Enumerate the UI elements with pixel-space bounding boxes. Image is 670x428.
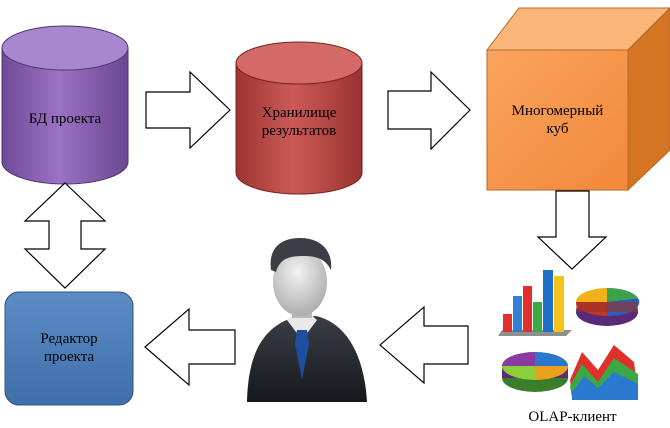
cube-text-line1: Многомерный (511, 103, 604, 119)
arrow-user-to-editor (144, 307, 236, 387)
results-store-label: Хранилище результатов (236, 104, 362, 140)
arrow-olap-to-user (379, 305, 469, 385)
olap-client-text: OLAP-клиент (528, 409, 617, 425)
charts-icon (498, 270, 640, 400)
cube-shape (485, 7, 670, 192)
project-editor-text-line1: Редактор (40, 331, 98, 347)
results-store-cylinder (235, 41, 363, 195)
arrow-store-to-cube (387, 70, 471, 151)
arrow-cube-to-olap (536, 190, 608, 270)
project-db-label: БД проекта (2, 110, 128, 128)
businessman-icon (247, 238, 367, 402)
project-db-cylinder (1, 25, 129, 185)
project-editor-label: Редактор проекта (5, 330, 133, 366)
cube-label: Многомерный куб (487, 102, 628, 138)
project-editor-text-line2: проекта (43, 349, 95, 365)
results-store-text-line2: результатов (261, 123, 337, 139)
project-editor-box (4, 291, 134, 406)
arrow-db-to-store (145, 70, 231, 150)
results-store-text-line1: Хранилище (261, 105, 337, 121)
arrow-db-editor-bidirectional (23, 182, 107, 289)
project-db-text: БД проекта (28, 111, 102, 127)
cube-text-line2: куб (546, 121, 569, 137)
olap-client-label: OLAP-клиент (500, 408, 645, 426)
